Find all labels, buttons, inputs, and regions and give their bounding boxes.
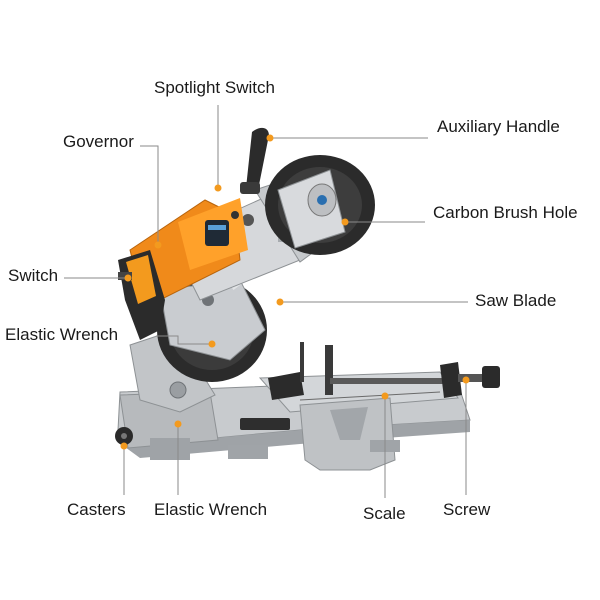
label-carbon-brush-hole: Carbon Brush Hole xyxy=(433,203,578,222)
label-spotlight-switch: Spotlight Switch xyxy=(154,78,275,97)
label-elastic-wrench-top: Elastic Wrench xyxy=(5,325,119,344)
marker-elastic-wrench-bottom xyxy=(174,420,182,428)
marker-switch xyxy=(124,274,132,282)
label-switch: Switch xyxy=(8,266,59,285)
marker-carbon-brush-hole xyxy=(341,218,349,226)
label-saw-blade: Saw Blade xyxy=(475,291,557,310)
leader-lines xyxy=(64,105,468,498)
lower-wheel-housing xyxy=(157,278,267,382)
marker-elastic-wrench-top xyxy=(208,340,216,348)
leader-elastic-wrench-top xyxy=(156,335,212,345)
upper-wheel-housing xyxy=(265,155,375,255)
motor-body xyxy=(118,198,248,340)
label-screw: Screw xyxy=(443,500,491,519)
label-elastic-wrench-bottom: Elastic Wrench xyxy=(154,500,268,519)
saw-pivot-arm xyxy=(129,329,216,413)
marker-saw-blade xyxy=(276,298,284,306)
marker-scale xyxy=(381,392,389,400)
marker-governor xyxy=(154,241,162,249)
marker-auxiliary-handle xyxy=(266,134,274,142)
leader-governor xyxy=(140,145,159,245)
label-auxiliary-handle: Auxiliary Handle xyxy=(437,117,560,136)
marker-screw xyxy=(462,376,470,384)
marker-casters xyxy=(120,442,128,450)
marker-spotlight-switch xyxy=(214,184,222,192)
label-governor: Governor xyxy=(63,132,134,151)
saw-base xyxy=(115,342,500,471)
callout-markers xyxy=(120,134,470,450)
label-scale: Scale xyxy=(363,504,406,523)
label-casters: Casters xyxy=(67,500,126,519)
auxiliary-handle-shape xyxy=(240,127,269,194)
